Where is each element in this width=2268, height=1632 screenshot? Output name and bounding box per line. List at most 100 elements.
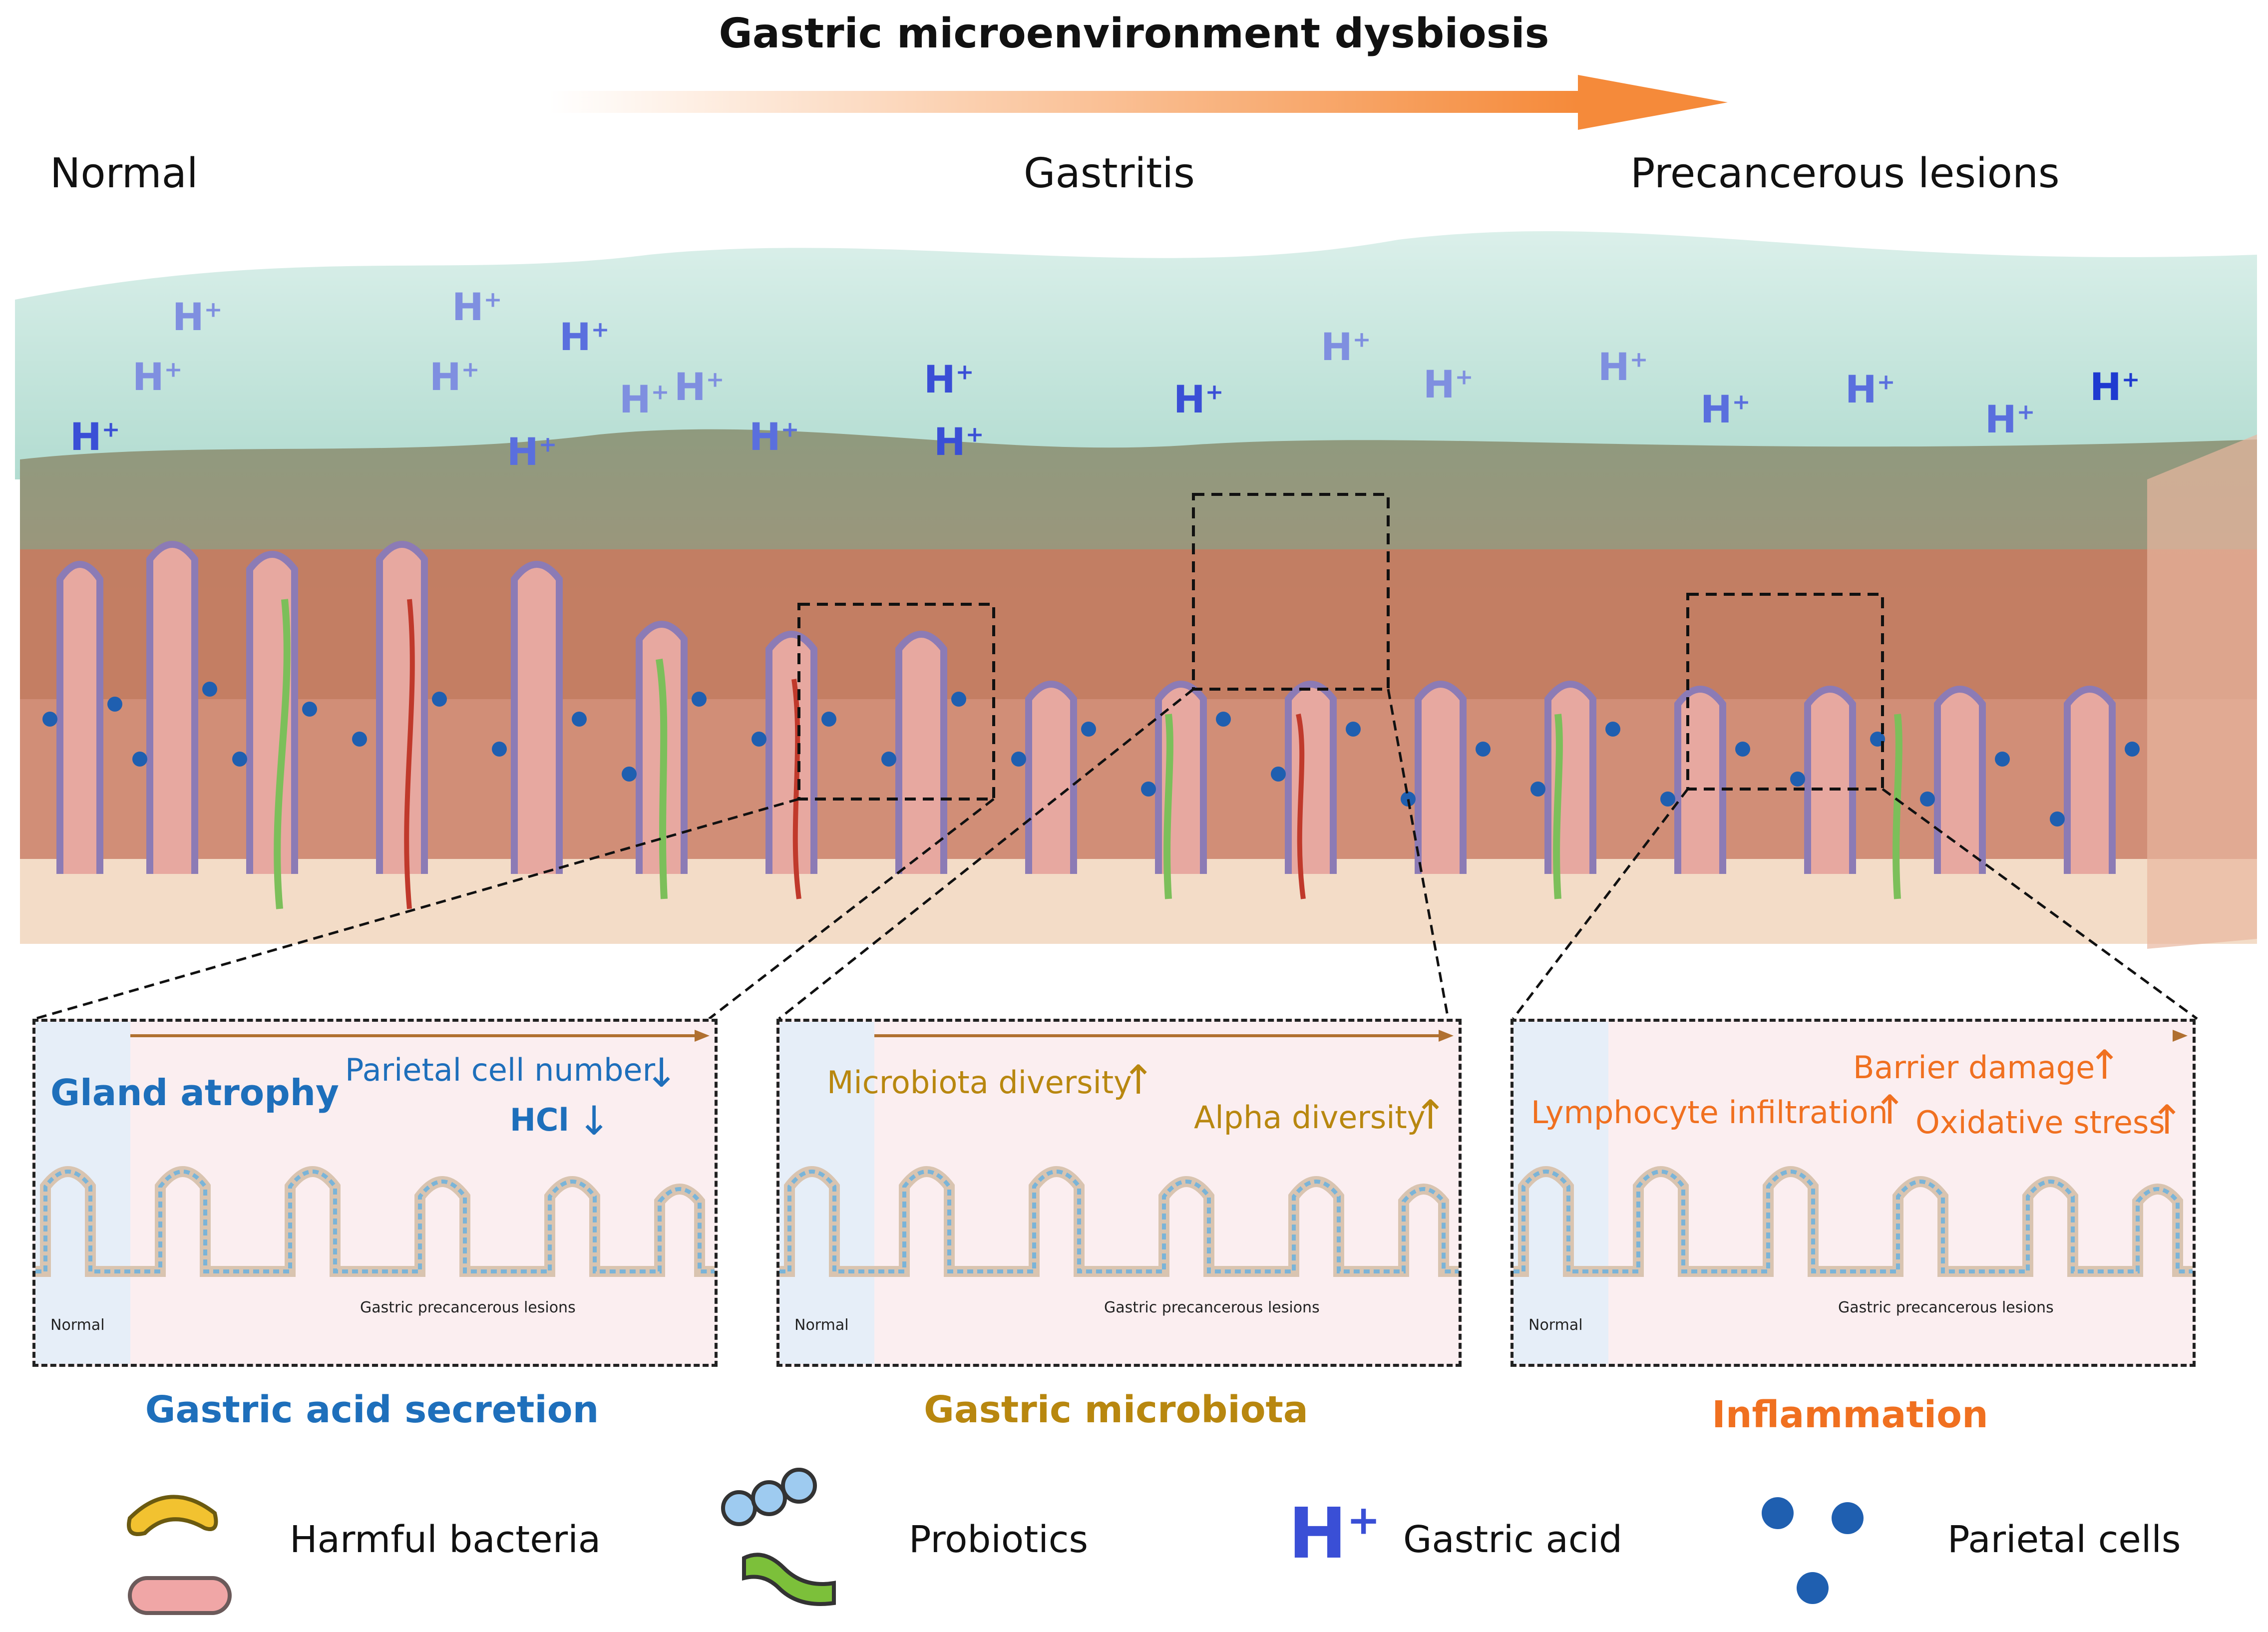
h-ion-letter: H — [507, 429, 539, 474]
h-ion-charge: + — [965, 421, 984, 447]
h-ion: H+ — [132, 355, 182, 399]
progress-arrow — [130, 1030, 710, 1042]
h-ion: H+ — [749, 414, 799, 459]
harmful-bacteria-icon — [127, 1495, 232, 1615]
h-ion-charge: + — [1732, 389, 1751, 415]
panel-inflammation: Barrier damage ↑ Lymphocyte infiltration… — [1511, 1019, 2196, 1367]
microbiota-diversity-label: Microbiota diversity — [827, 1064, 1132, 1101]
up-arrow-icon: ↑ — [1873, 1087, 1907, 1133]
gland-atrophy-label: Gland atrophy — [50, 1072, 339, 1114]
h-ion-letter: H — [70, 414, 102, 459]
h-ion-charge: + — [204, 297, 223, 323]
h-ion-letter: H — [1845, 367, 1877, 411]
h-ion-charge: + — [164, 357, 183, 383]
h-ion-charge: + — [538, 431, 557, 457]
legend-harmful-bacteria: Harmful bacteria — [290, 1518, 601, 1561]
h-ion-letter: H — [1423, 362, 1455, 407]
h-ion-letter: H — [172, 295, 204, 339]
progress-arrow — [874, 1030, 1454, 1042]
glands-diagram — [779, 1166, 1459, 1277]
h-ion: H+ — [1985, 397, 2035, 441]
caption-acid-secretion: Gastric acid secretion — [145, 1388, 599, 1431]
normal-label: Normal — [50, 1316, 105, 1334]
lesion-label: Gastric precancerous lesions — [1838, 1299, 2054, 1316]
normal-label: Normal — [1528, 1316, 1583, 1334]
stage-label-precancerous: Precancerous lesions — [1630, 150, 2060, 197]
gastric-tissue-illustration — [15, 231, 2257, 949]
down-arrow-icon: ↓ — [577, 1098, 611, 1144]
parietal-cells-icon — [1762, 1497, 1864, 1604]
h-ion-charge: + — [1629, 347, 1648, 373]
h-ion-charge: + — [651, 379, 670, 405]
probiotics-icon — [721, 1468, 836, 1606]
h-ion: H+ — [2090, 365, 2140, 409]
caption-inflammation: Inflammation — [1712, 1393, 1988, 1436]
h-ion: H+ — [559, 315, 609, 359]
stage-label-normal: Normal — [50, 150, 198, 197]
h-ion-letter: H — [619, 377, 651, 421]
figure-title: Gastric microenvironment dysbiosis — [719, 10, 1549, 57]
dysbiosis-arrow — [549, 75, 1728, 130]
h-ion: H+ — [429, 355, 479, 399]
h-ion: H+ — [1173, 377, 1223, 421]
up-arrow-icon: ↑ — [1414, 1092, 1448, 1138]
h-ion-charge: + — [1205, 379, 1224, 405]
h-ion-charge: + — [483, 287, 502, 313]
alpha-diversity-label: Alpha diversity — [1194, 1099, 1426, 1136]
oxidative-stress-label: Oxidative stress — [1915, 1104, 2165, 1141]
h-ion-letter: H — [559, 315, 591, 359]
h-ion-charge: + — [461, 357, 480, 383]
h-ion: H+ — [507, 429, 557, 474]
up-arrow-icon: ↑ — [2150, 1097, 2184, 1143]
zoom-connectors — [34, 688, 2198, 1020]
h-ion-letter: H — [2090, 365, 2122, 409]
panel-normal-zone — [35, 1022, 130, 1364]
panel-acid-secretion: Gland atrophy Parietal cell number ↓ HCl… — [32, 1019, 718, 1367]
h-ion-charge: + — [1877, 369, 1895, 395]
h-ion-letter: H — [132, 355, 164, 399]
legend-gastric-acid: Gastric acid — [1403, 1518, 1623, 1561]
gastric-acid-icon: H+ — [1288, 1493, 1380, 1575]
lesion-label: Gastric precancerous lesions — [1104, 1299, 1320, 1316]
barrier-damage-label: Barrier damage — [1853, 1049, 2095, 1086]
h-ion-charge: + — [1352, 327, 1371, 353]
h-ion: H+ — [934, 419, 984, 464]
h-ion: H+ — [452, 285, 502, 329]
caption-microbiota: Gastric microbiota — [924, 1388, 1308, 1431]
h-ion-letter: H — [934, 419, 966, 464]
legend-parietal-cells: Parietal cells — [1947, 1518, 2181, 1561]
gastric-acid-icon-charge: + — [1347, 1497, 1381, 1544]
h-ion: H+ — [1423, 362, 1473, 407]
legend-probiotics: Probiotics — [909, 1518, 1089, 1561]
down-arrow-icon: ↓ — [645, 1050, 679, 1096]
h-ion-letter: H — [452, 285, 484, 329]
glands-diagram — [1513, 1166, 2193, 1277]
h-ion-charge: + — [2121, 367, 2140, 393]
h-ion: H+ — [70, 414, 120, 459]
h-ion-letter: H — [1598, 345, 1630, 389]
h-ion-charge: + — [780, 416, 799, 442]
h-ion-charge: + — [2016, 399, 2035, 425]
h-ion-letter: H — [1173, 377, 1205, 421]
h-ion-charge: + — [1455, 364, 1474, 390]
panel-normal-zone — [779, 1022, 874, 1364]
h-ion-letter: H — [749, 414, 781, 459]
hcl-label: HCl — [510, 1102, 569, 1138]
h-ion: H+ — [172, 295, 222, 339]
h-ion-letter: H — [924, 357, 956, 402]
gastric-acid-icon-letter: H — [1288, 1493, 1347, 1575]
parietal-cell-number-label: Parietal cell number — [345, 1052, 656, 1088]
h-ion: H+ — [619, 377, 669, 421]
up-arrow-icon: ↑ — [2088, 1042, 2122, 1088]
h-ion: H+ — [1845, 367, 1895, 411]
up-arrow-icon: ↑ — [1122, 1057, 1155, 1103]
progress-arrow — [1538, 1030, 2188, 1042]
stage-label-gastritis: Gastritis — [1024, 150, 1195, 197]
h-ion-letter: H — [1985, 397, 2017, 441]
h-ion-charge: + — [591, 317, 610, 343]
h-ion-letter: H — [1321, 325, 1353, 369]
h-ion-letter: H — [674, 365, 706, 409]
h-ion: H+ — [924, 357, 974, 402]
h-ion-letter: H — [429, 355, 461, 399]
glands-diagram — [35, 1166, 715, 1277]
